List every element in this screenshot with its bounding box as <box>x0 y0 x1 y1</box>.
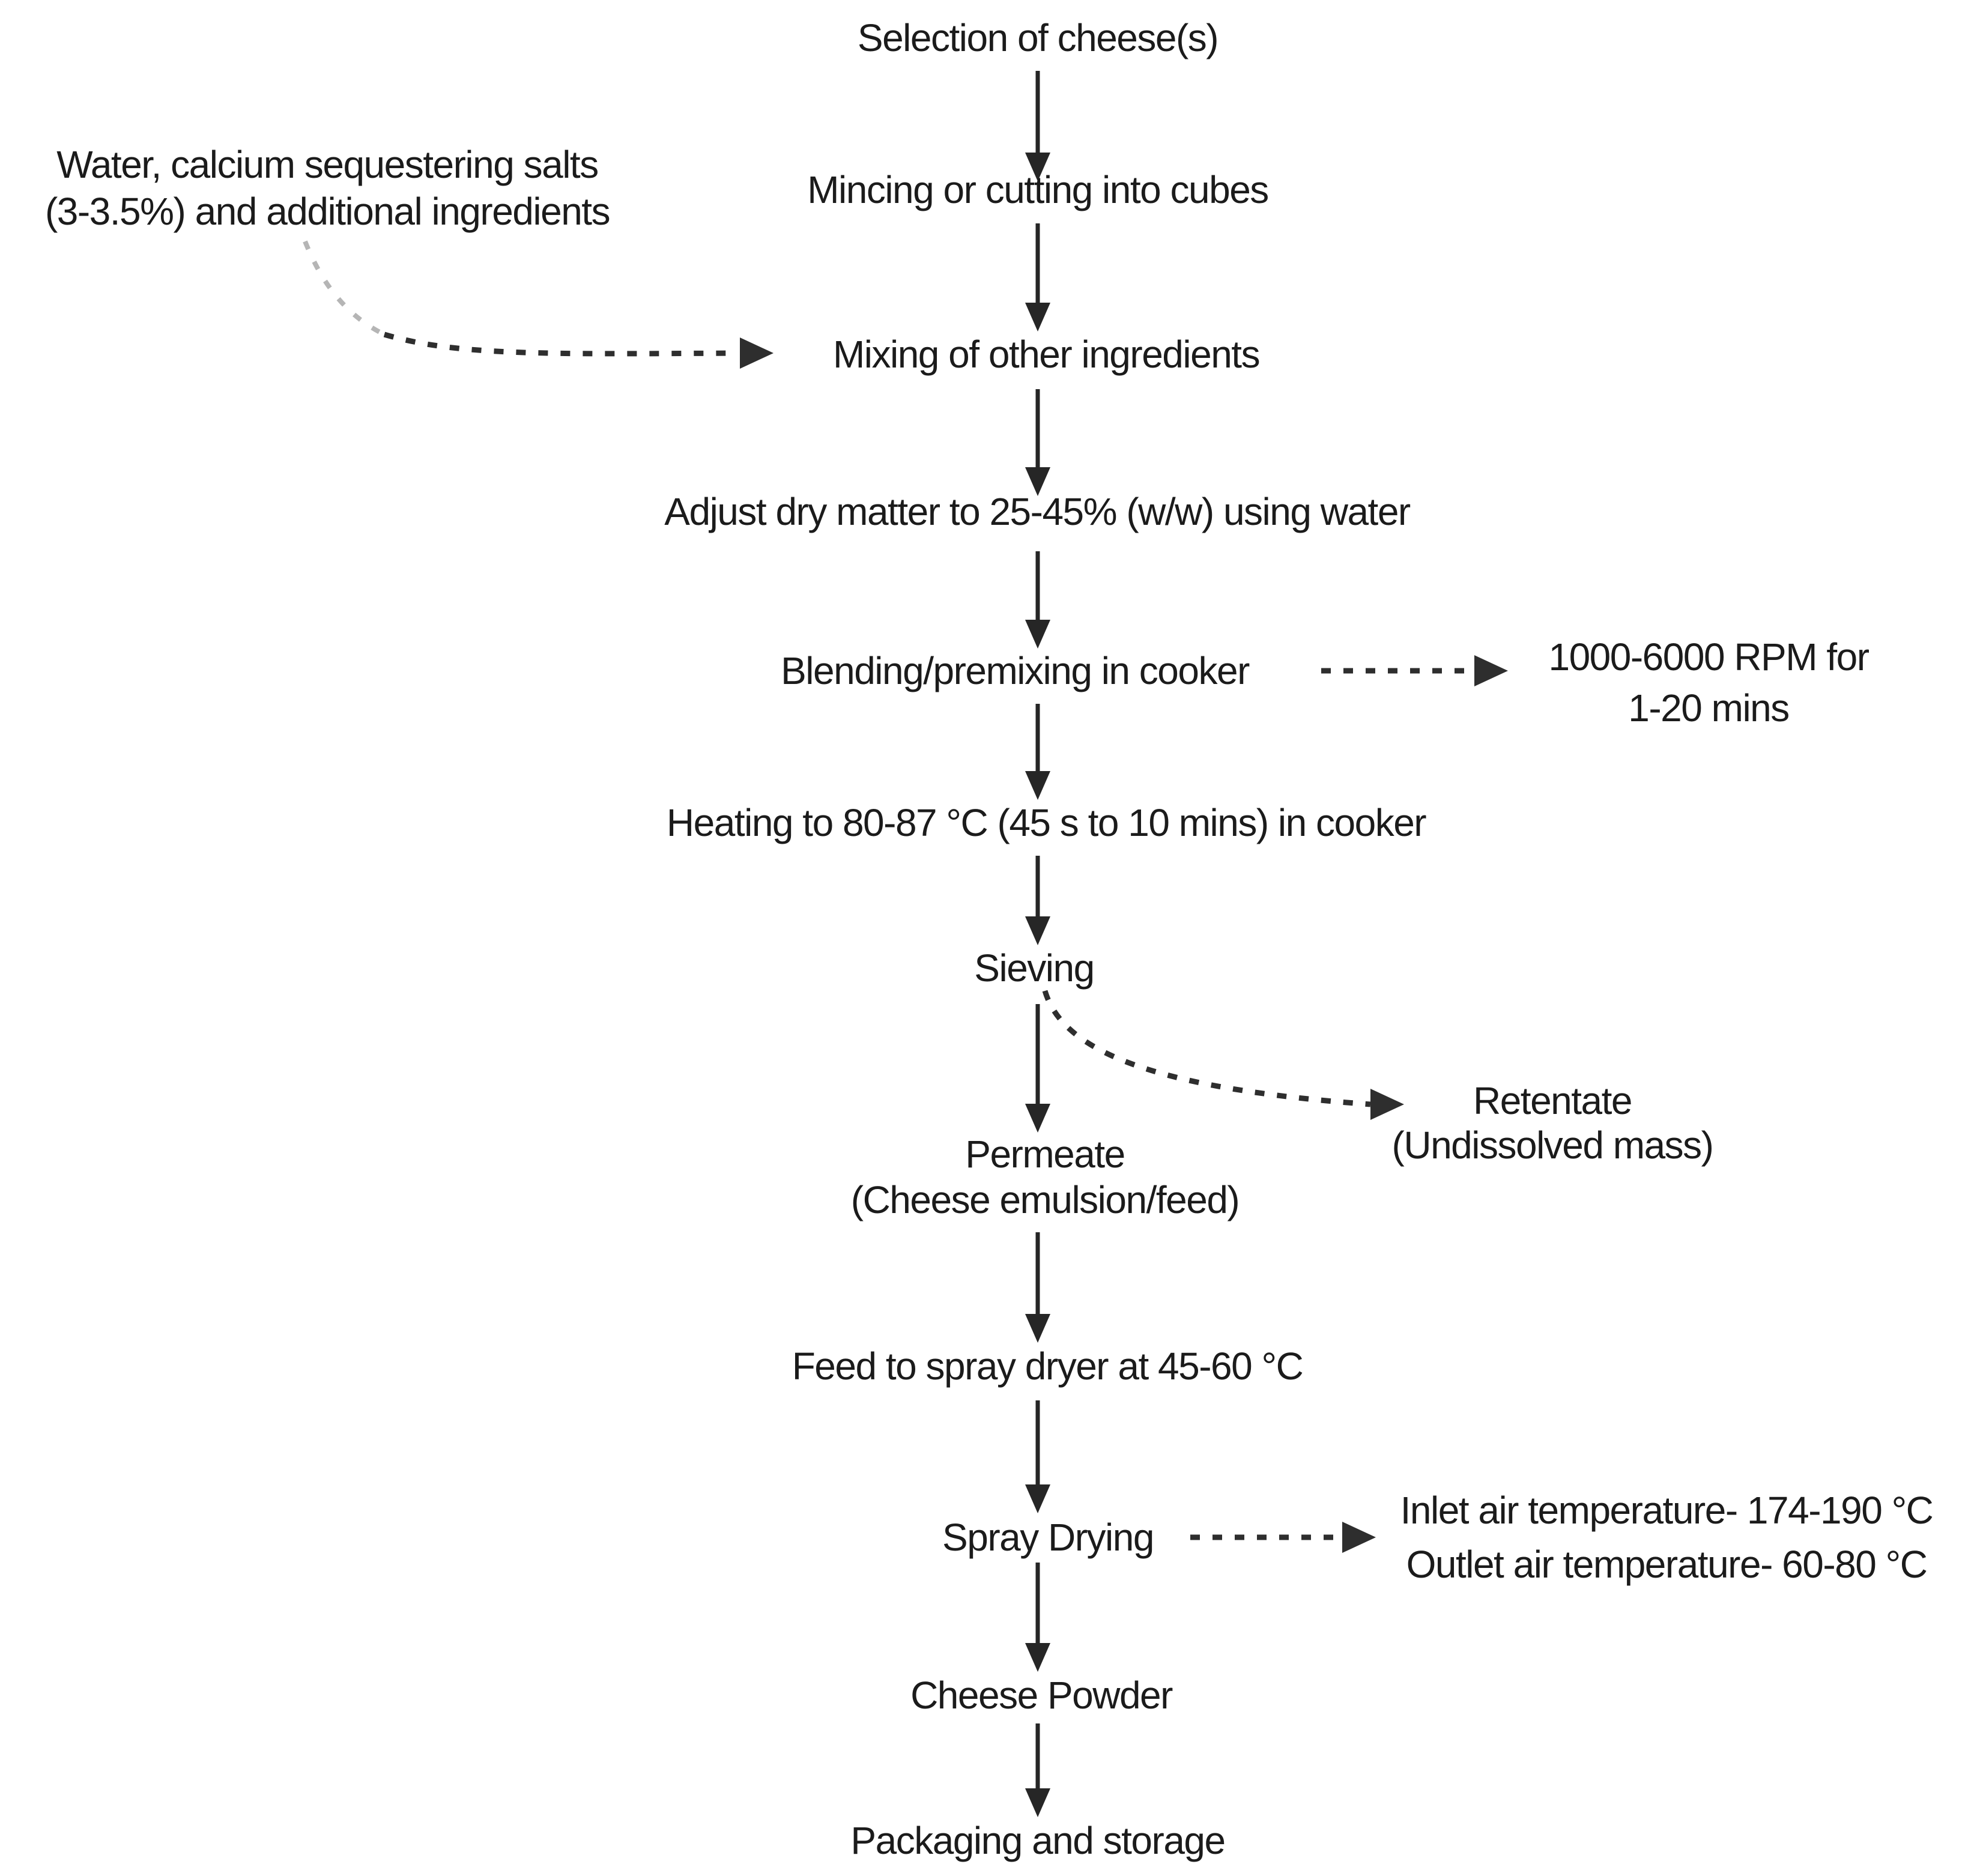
annotation-inlet-air: Inlet air temperature- 174-190 °C <box>1400 1489 1934 1532</box>
dashed-curve-arrow-icon-sieving-to-retentate <box>1042 990 1404 1120</box>
step-heating: Heating to 80-87 °C (45 s to 10 mins) in… <box>666 801 1427 844</box>
arrow-down-icon-permeate-to-feed <box>1025 1232 1050 1343</box>
annotation-rpm-line1: 1000-6000 RPM for <box>1548 635 1869 679</box>
step-sieving: Sieving <box>974 946 1095 990</box>
arrow-down-icon-sieving-to-permeate <box>1025 1004 1050 1133</box>
step-blending: Blending/premixing in cooker <box>781 649 1250 692</box>
dashed-arrow-right-icon-spray-to-airtemp <box>1190 1522 1376 1553</box>
step-feed-to-spray-dryer: Feed to spray dryer at 45-60 °C <box>792 1345 1304 1388</box>
arrow-down-icon-mixing-to-adjust <box>1025 389 1050 496</box>
step-permeate-line2: (Cheese emulsion/feed) <box>850 1178 1240 1221</box>
step-selection-of-cheese: Selection of cheese(s) <box>857 16 1219 59</box>
annotation-air-temperature: Inlet air temperature- 174-190 °C Outlet… <box>1400 1483 1934 1591</box>
annotation-ingredients-line2: (3-3.5%) and additional ingredients <box>44 190 611 233</box>
arrow-down-icon-heating-to-sieving <box>1025 856 1050 945</box>
dashed-curve-arrow-icon-ingredients-to-mixing <box>303 240 774 369</box>
step-permeate: Permeate (Cheese emulsion/feed) <box>850 1131 1240 1223</box>
arrow-down-icon-powder-to-packaging <box>1025 1723 1050 1817</box>
annotation-outlet-air: Outlet air temperature- 60-80 °C <box>1406 1543 1928 1586</box>
annotation-ingredients-line1: Water, calcium sequestering salts <box>56 143 599 186</box>
arrow-down-icon-adjust-to-blending <box>1025 551 1050 649</box>
annotation-rpm: 1000-6000 RPM for 1-20 mins <box>1548 632 1869 734</box>
step-packaging-storage: Packaging and storage <box>850 1819 1226 1862</box>
arrow-down-icon-spray-to-powder <box>1025 1563 1050 1672</box>
arrow-down-icon-selection-to-mincing <box>1025 71 1050 181</box>
step-spray-drying: Spray Drying <box>942 1516 1154 1559</box>
step-permeate-line1: Permeate <box>965 1133 1125 1176</box>
annotation-retentate: Retentate (Undissolved mass) <box>1391 1079 1714 1167</box>
annotation-ingredients: Water, calcium sequestering salts (3-3.5… <box>44 141 611 235</box>
arrow-down-icon-blending-to-heating <box>1025 704 1050 800</box>
annotation-retentate-line2: (Undissolved mass) <box>1391 1124 1714 1167</box>
step-mincing: Mincing or cutting into cubes <box>807 168 1269 211</box>
annotation-rpm-line2: 1-20 mins <box>1628 686 1790 730</box>
arrow-down-icon-mincing-to-mixing <box>1025 223 1050 331</box>
annotation-retentate-line1: Retentate <box>1473 1079 1633 1122</box>
step-cheese-powder: Cheese Powder <box>910 1674 1173 1717</box>
arrow-down-icon-feed-to-spray <box>1025 1400 1050 1513</box>
step-mixing: Mixing of other ingredients <box>832 333 1261 376</box>
step-adjust-dry-matter: Adjust dry matter to 25-45% (w/w) using … <box>664 490 1411 533</box>
dashed-arrow-right-icon-blending-to-rpm <box>1321 655 1508 686</box>
